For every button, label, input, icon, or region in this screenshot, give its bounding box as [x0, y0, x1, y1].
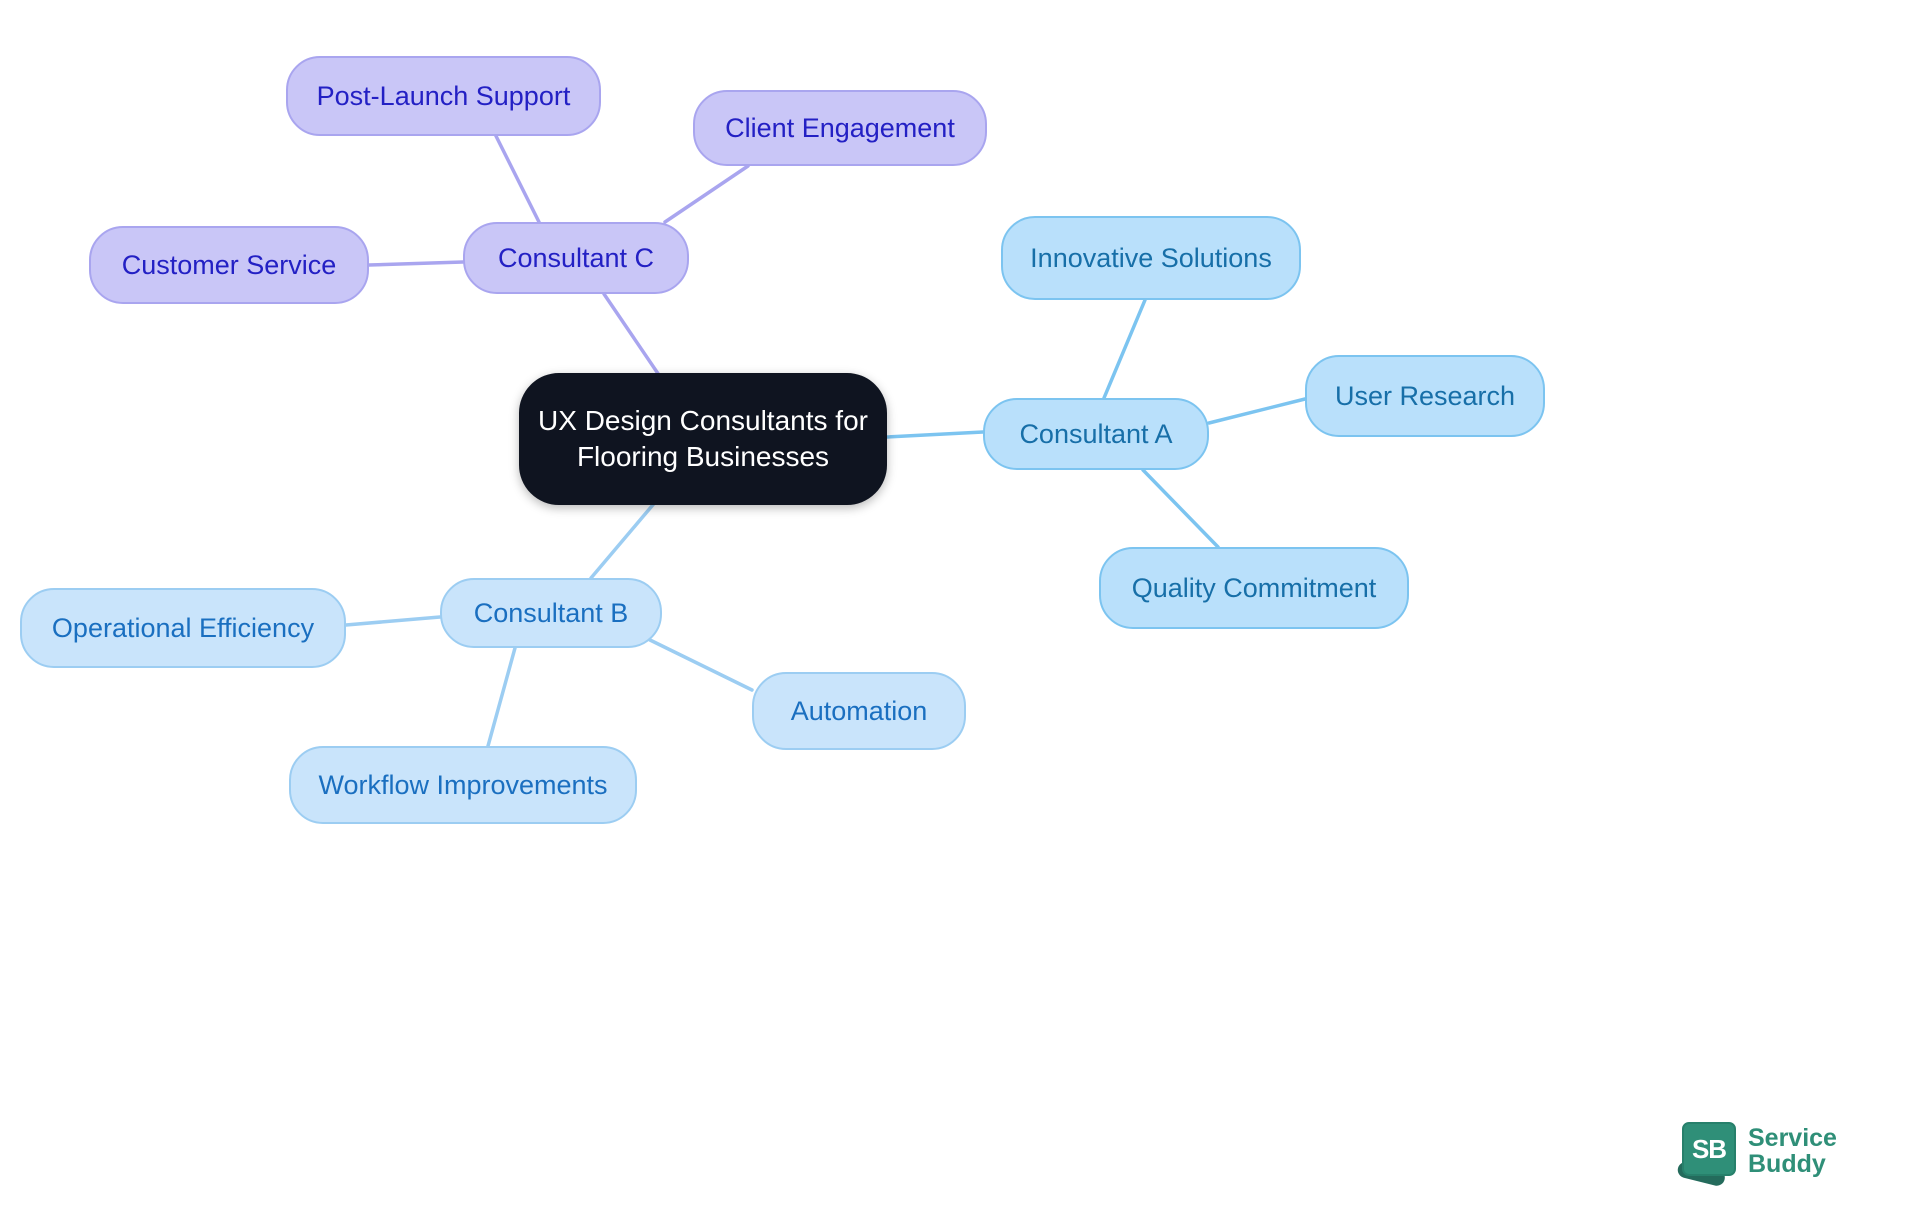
mindmap-leaf-operational-efficiency[interactable]: Operational Efficiency: [20, 588, 346, 668]
mindmap-leaf-automation[interactable]: Automation: [752, 672, 966, 750]
mindmap-branch-consultant-c[interactable]: Consultant C: [463, 222, 689, 294]
edge-consultant-c-post-launch-support: [494, 134, 541, 224]
edge-root-consultant-a: [885, 430, 985, 439]
mindmap-leaf-quality-commitment-label: Quality Commitment: [1131, 572, 1377, 603]
edge-root-consultant-b: [589, 498, 659, 580]
mindmap-root-node[interactable]: UX Design Consultants for Flooring Busin…: [519, 373, 887, 505]
edge-consultant-a-quality-commitment: [1141, 468, 1220, 549]
service-buddy-logo: SB Service Buddy: [1676, 1122, 1837, 1188]
edge-consultant-b-operational-efficiency: [344, 615, 442, 627]
mindmap-branch-consultant-c-label: Consultant C: [497, 242, 655, 273]
logo-wordmark: Service Buddy: [1748, 1123, 1837, 1178]
edge-consultant-b-automation: [648, 638, 754, 692]
edge-root-consultant-c: [602, 292, 663, 380]
mindmap-leaf-user-research[interactable]: User Research: [1305, 355, 1545, 437]
mindmap-leaf-customer-service-label: Customer Service: [121, 249, 337, 280]
edge-consultant-a-user-research: [1207, 397, 1307, 425]
mindmap-leaf-innovative-solutions[interactable]: Innovative Solutions: [1001, 216, 1301, 300]
mindmap-leaf-innovative-solutions-label: Innovative Solutions: [1030, 242, 1272, 273]
mindmap-branch-consultant-a-label: Consultant A: [1019, 418, 1173, 449]
logo-plate-icon: SB: [1682, 1122, 1736, 1176]
mindmap-leaf-operational-efficiency-label: Operational Efficiency: [51, 612, 315, 643]
mindmap-leaf-workflow-improvements[interactable]: Workflow Improvements: [289, 746, 637, 824]
mindmap-leaf-client-engagement-label: Client Engagement: [725, 112, 955, 143]
logo-wordmark-line1: Service: [1748, 1123, 1837, 1152]
edge-consultant-a-innovative-solutions: [1102, 298, 1147, 400]
mindmap-leaf-automation-label: Automation: [790, 695, 928, 726]
mindmap-leaf-quality-commitment[interactable]: Quality Commitment: [1099, 547, 1409, 629]
mindmap-branch-consultant-b-label: Consultant B: [473, 597, 629, 628]
mindmap-leaf-post-launch-support[interactable]: Post-Launch Support: [286, 56, 601, 136]
mindmap-leaf-workflow-improvements-label: Workflow Improvements: [318, 769, 608, 800]
logo-initials: SB: [1691, 1134, 1727, 1164]
mindmap-leaf-post-launch-support-label: Post-Launch Support: [316, 80, 571, 111]
mindmap-branch-consultant-b[interactable]: Consultant B: [440, 578, 662, 648]
mindmap-leaf-client-engagement[interactable]: Client Engagement: [693, 90, 987, 166]
logo-mark-icon: SB: [1676, 1122, 1736, 1188]
mindmap-root-node-label: UX Design Consultants for Flooring Busin…: [538, 405, 868, 472]
edge-consultant-c-client-engagement: [663, 164, 750, 224]
edge-consultant-b-workflow-improvements: [486, 646, 517, 748]
edge-consultant-c-customer-service: [367, 260, 465, 267]
logo-wordmark-line2: Buddy: [1748, 1150, 1826, 1178]
mindmap-leaf-user-research-label: User Research: [1334, 380, 1516, 411]
mindmap-leaf-customer-service[interactable]: Customer Service: [89, 226, 369, 304]
mindmap-branch-consultant-a[interactable]: Consultant A: [983, 398, 1209, 470]
